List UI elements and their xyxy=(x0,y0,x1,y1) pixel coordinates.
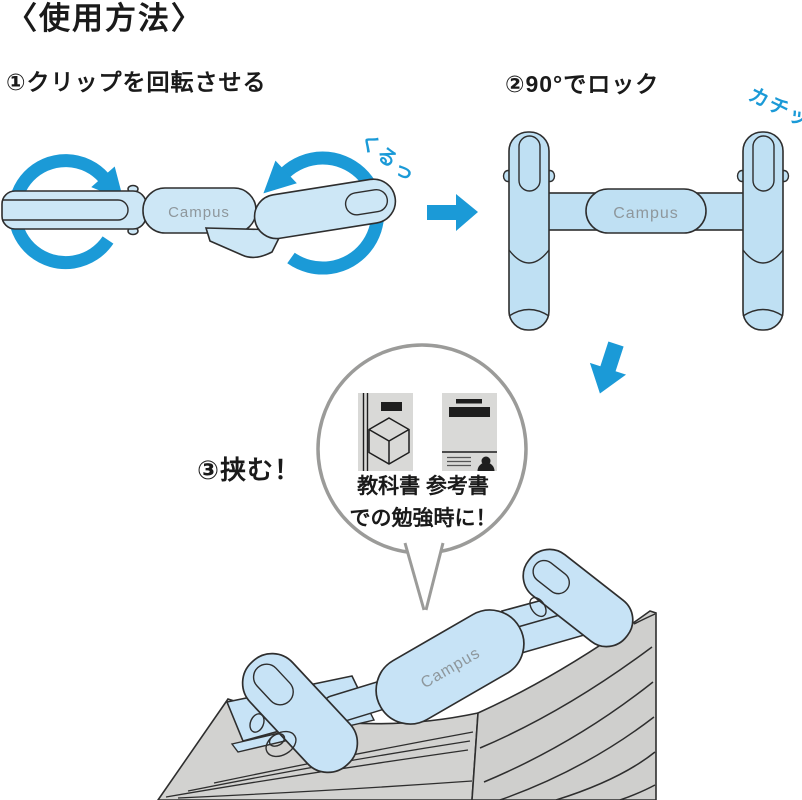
clip-left-vertical xyxy=(502,131,556,331)
brand-label: Campus xyxy=(168,204,230,221)
reference-book-icon xyxy=(442,393,497,471)
clip-center-bar: Campus xyxy=(142,187,257,234)
sound-effect-kachi: カチッ xyxy=(745,84,802,133)
clip-right-vertical xyxy=(736,131,790,331)
clip-hinge-details xyxy=(529,596,547,618)
bubble-tail xyxy=(405,542,443,612)
page-title: 〈使用方法〉 xyxy=(6,1,204,36)
bubble-books-label: 教科書 参考書 xyxy=(357,475,489,498)
step2-clip-locked-illustration: Campus カチッ xyxy=(502,84,802,331)
clip-right-arm-rotated xyxy=(253,178,397,240)
down-arrow-icon xyxy=(589,341,627,394)
step1-label: ①クリップを回転させる xyxy=(6,69,267,95)
clip-center-bar: Campus xyxy=(585,188,707,234)
next-step-arrow-icon xyxy=(427,194,478,231)
usage-speech-bubble xyxy=(316,343,528,612)
step1-clip-flat-illustration: Campus くるっ xyxy=(1,130,420,275)
textbook-icon xyxy=(358,393,413,471)
step2-label: ②90°でロック xyxy=(505,71,660,97)
clip-right-lever xyxy=(522,548,634,648)
clip-hinge-details xyxy=(249,713,297,758)
clip-left-arm xyxy=(1,184,147,236)
step3-clamp-illustration: Campus xyxy=(157,548,657,800)
clip-center-bar: Campus xyxy=(375,609,525,725)
step3-label: ③挟む！ xyxy=(197,455,302,485)
page-lines xyxy=(479,613,656,800)
bubble-usage-label: での勉強時に！ xyxy=(349,507,497,530)
brand-label: Campus xyxy=(613,205,679,222)
